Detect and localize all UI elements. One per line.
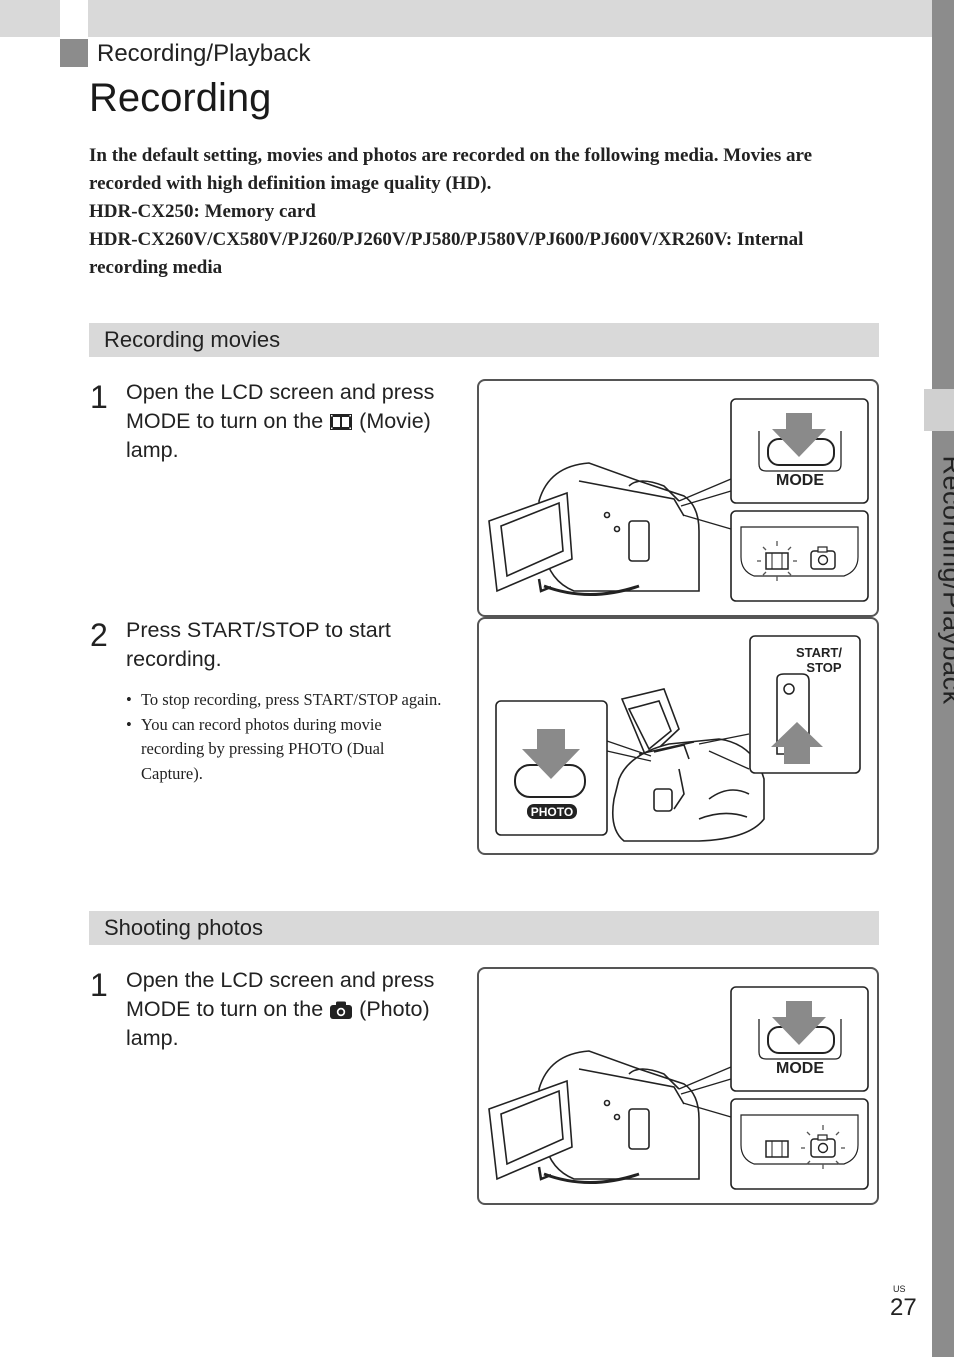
page-title: Recording [89,76,272,120]
press-arrow-icon [772,1001,826,1045]
section-marker [60,39,88,67]
figure-start-stop: PHOTO START/ STOP [477,617,879,855]
step-text: Open the LCD screen and press MODE to tu… [126,968,435,1050]
side-tab-marker [924,389,954,431]
figure-mode-photo: MODE [477,967,879,1205]
note-item: To stop recording, press START/STOP agai… [126,688,446,713]
section-title: Recording/Playback [97,40,311,67]
step-number: 2 [90,617,108,653]
photo-lamp-icon [801,1125,845,1169]
callout-lines [678,478,732,530]
step-number: 1 [90,379,108,415]
stop-label: STOP [806,660,841,675]
lamp-inset [730,1098,869,1190]
recording-movies-heading: Recording movies [89,323,879,357]
lamp-inset [730,510,869,602]
mode-label: MODE [776,1060,824,1077]
photo-label: PHOTO [531,805,573,819]
callout-lines [678,1066,732,1118]
note-item: You can record photos during movie recor… [126,713,446,787]
intro-model-line: HDR-CX260V/CX580V/PJ260/PJ260V/PJ580/PJ5… [89,229,804,278]
callout-lines [606,733,750,770]
region-code: US [893,1284,906,1294]
page-number: 27 [890,1294,917,1321]
mode-label: MODE [776,472,824,489]
movie-icon [330,414,353,431]
camcorder-drawing [611,688,765,842]
photo-lamp-icon [810,546,836,570]
intro-paragraph: In the default setting, movies and photo… [89,145,813,194]
camera-icon [330,1001,353,1020]
camcorder-drawing [488,462,700,596]
step-text: Open the LCD screen and press MODE to tu… [126,380,435,462]
movie-lamp-icon [765,1140,789,1158]
camcorder-drawing [488,1050,700,1184]
intro-text: In the default setting, movies and photo… [89,142,879,282]
start-label: START/ [796,645,842,660]
header-band-left [0,0,60,37]
step-number: 1 [90,967,108,1003]
intro-model-line: HDR-CX250: Memory card [89,201,316,222]
movie-lamp-icon [757,541,797,581]
photo-label-badge [527,804,577,819]
header-band [88,0,932,37]
side-strip [932,0,954,1357]
step-text: Press START/STOP to start recording. [126,618,391,671]
shooting-photos-heading: Shooting photos [89,911,879,945]
press-up-arrow-icon [771,722,823,764]
press-arrow-icon [772,413,826,457]
step-notes: To stop recording, press START/STOP agai… [126,688,446,786]
press-arrow-icon [522,729,580,779]
side-tab-label: Recording/Playback [937,455,954,705]
figure-mode-movie: MODE [477,379,879,617]
